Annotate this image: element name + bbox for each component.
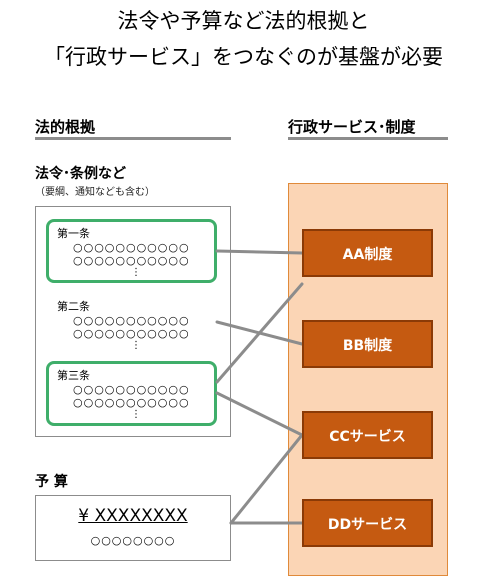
services-header: 行政サービス･制度 — [288, 118, 416, 136]
service-bb: BB制度 — [302, 320, 433, 368]
legal-basis-header: 法的根拠 — [35, 118, 96, 136]
connector-article1-aa — [215, 249, 304, 255]
service-aa: AA制度 — [302, 229, 433, 277]
article-1-title: 第一条 — [57, 227, 90, 240]
budget-box: ¥ XXXXXXXX ○○○○○○○○ — [35, 495, 231, 561]
article-1-line-1: ○○○○○○○○○○○ — [73, 241, 190, 254]
services-underline — [288, 137, 448, 140]
service-cc: CCサービス — [302, 411, 433, 459]
article-2-line-2: ○○○○○○○○○○○ — [73, 327, 190, 340]
laws-box — [35, 206, 231, 437]
budget-heading: 予 算 — [35, 474, 68, 490]
budget-subtext: ○○○○○○○○ — [90, 534, 176, 547]
article-3-title: 第三条 — [57, 369, 90, 382]
legal-basis-underline — [35, 137, 231, 140]
connector-budget-cc — [229, 433, 304, 525]
article-1-ellipsis: ⋮ — [131, 267, 141, 278]
article-2-title: 第二条 — [57, 300, 90, 313]
article-3-line-2: ○○○○○○○○○○○ — [73, 396, 190, 409]
connector-article3-cc — [215, 391, 304, 437]
connector-article3-aa — [215, 282, 304, 384]
laws-note: （要綱、通知なども含む） — [35, 187, 155, 198]
budget-amount: ¥ XXXXXXXX — [78, 506, 188, 526]
title-line-1: 法令や予算など法的根拠と — [117, 9, 370, 33]
article-3-line-1: ○○○○○○○○○○○ — [73, 383, 190, 396]
article-1-line-2: ○○○○○○○○○○○ — [73, 254, 190, 267]
article-2-ellipsis: ⋮ — [131, 340, 141, 351]
laws-heading: 法令･条例など — [35, 166, 126, 182]
service-dd: DDサービス — [302, 499, 433, 547]
title-line-2: 「行政サービス」をつなぐのが基盤が必要 — [44, 45, 443, 69]
article-2-line-1: ○○○○○○○○○○○ — [73, 314, 190, 327]
article-3-ellipsis: ⋮ — [131, 409, 141, 420]
article-3-highlight — [46, 361, 217, 426]
